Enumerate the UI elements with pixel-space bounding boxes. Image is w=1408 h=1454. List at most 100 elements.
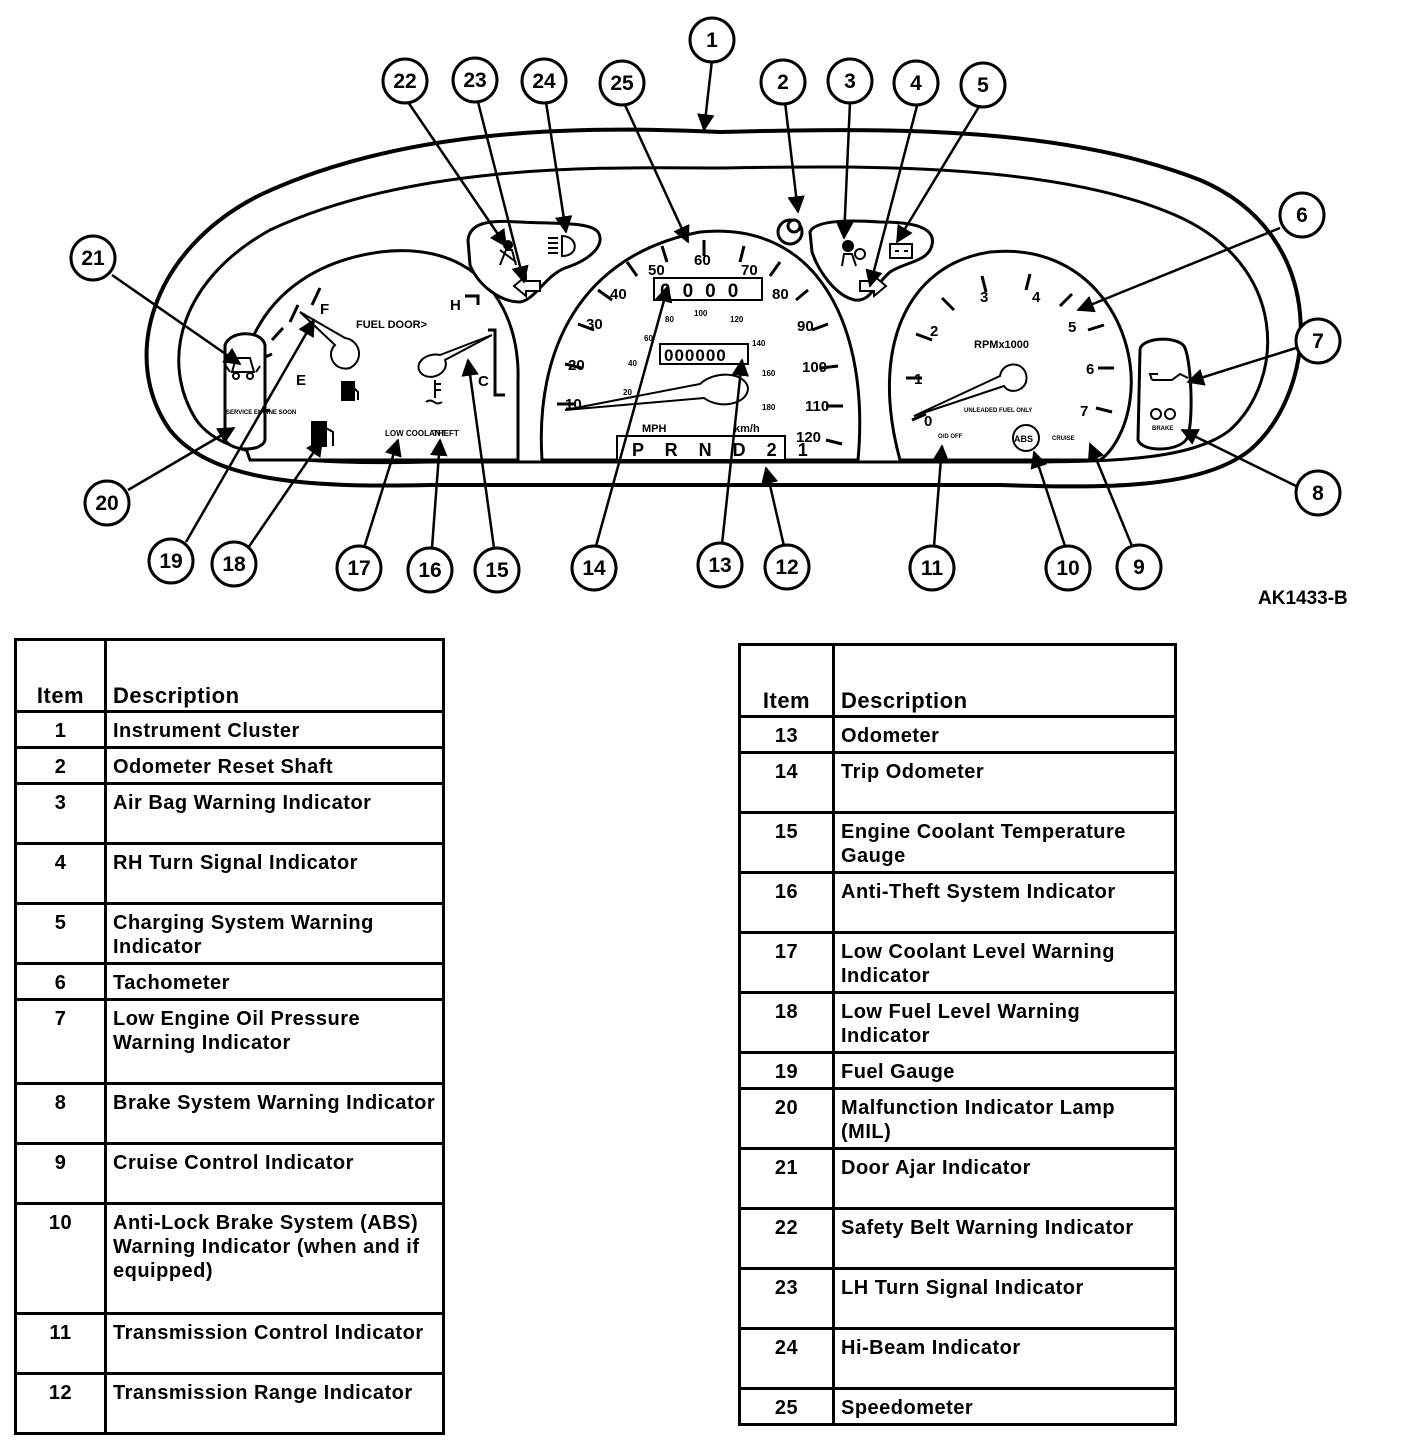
item-description: Transmission Range Indicator [104,1372,445,1435]
item-description: Odometer [832,715,1177,754]
speed-tick-50: 50 [648,262,665,279]
cruise-label: CRUISE [1052,436,1075,442]
fuel-f-label: F [320,301,329,318]
description-header: Description [104,638,445,713]
kmh-tick-180: 180 [762,403,776,412]
item-number: 9 [14,1142,107,1205]
speed-tick-110: 110 [805,398,829,415]
rpm-tick-2: 2 [930,323,938,340]
callout-11: 11 [908,544,956,592]
callout-1-label: 1 [706,29,718,52]
instrument-cluster-diagram: F E FUEL DOOR> H C LOW COOLANT THEFT [69,16,1342,594]
rpm-tick-3: 3 [980,289,988,306]
table-row: 23 LH Turn Signal Indicator [738,1267,1177,1330]
callout-21: 21 [69,234,117,282]
callout-23: 23 [451,56,499,104]
callout-16: 16 [406,546,454,594]
table-row: 24 Hi-Beam Indicator [738,1327,1177,1390]
callout-2: 2 [759,58,807,106]
speed-tick-60: 60 [694,252,711,269]
coolant-temp-icon [425,380,443,405]
callout-25: 25 [598,59,646,107]
trip-odometer-display: 0000 [653,277,763,302]
item-description: Speedometer [832,1387,1177,1426]
item-description: Instrument Cluster [104,710,445,749]
callout-25-label: 25 [610,72,634,95]
table-row: 2 Odometer Reset Shaft [14,746,445,785]
callout-20: 20 [83,479,131,527]
callout-20-label: 20 [95,492,118,515]
table-row: 12 Transmission Range Indicator [14,1372,445,1435]
item-number: 1 [14,710,107,749]
item-header: Item [738,643,835,718]
speed-tick-100: 100 [802,359,827,376]
right-indicator-pod: BRAKE [1136,337,1193,451]
callout-14-label: 14 [582,557,606,580]
table-row: 5 Charging System Warning Indicator [14,902,445,965]
callout-17-label: 17 [347,557,370,580]
prnd-display: P R N D 2 1 [616,435,816,461]
temp-c-label: C [478,373,489,390]
odometer-display: 000000 [659,343,749,365]
table-row: 13 Odometer [738,715,1177,754]
callout-19-label: 19 [159,550,182,573]
tachometer-ticks [906,273,1114,422]
item-description: Engine Coolant Temperature Gauge [832,811,1177,874]
item-description: Fuel Gauge [832,1051,1177,1090]
abs-label: ABS [1014,434,1033,444]
callout-2-label: 2 [777,71,789,94]
item-number: 7 [14,998,107,1085]
prnd-letters: P R N D 2 1 [632,440,816,460]
item-number: 6 [14,962,107,1001]
table-row: 25 Speedometer [738,1387,1177,1426]
item-number: 16 [738,871,835,934]
item-description: Anti-Lock Brake System (ABS) Warning Ind… [104,1202,445,1315]
speed-tick-70: 70 [741,262,758,279]
table-row: 21 Door Ajar Indicator [738,1147,1177,1210]
speed-tick-80: 80 [772,286,789,303]
table-row: 3 Air Bag Warning Indicator [14,782,445,845]
temp-h-label: H [450,297,461,314]
hi-beam-icon [548,234,576,258]
table-row: 11 Transmission Control Indicator [14,1312,445,1375]
fuel-pump-icon [341,381,359,401]
kmh-tick-160: 160 [762,369,776,378]
legend-table-right: Item Description 13 Odometer 14 Trip Odo… [738,643,1177,1426]
item-description: Tachometer [104,962,445,1001]
callout-21-label: 21 [81,247,105,270]
table-row: 16 Anti-Theft System Indicator [738,871,1177,934]
speed-tick-120: 120 [796,429,821,446]
table-row: 17 Low Coolant Level Warning Indicator [738,931,1177,994]
odometer-digits: 000000 [664,346,727,365]
callout-12-label: 12 [775,556,798,579]
item-description: RH Turn Signal Indicator [104,842,445,905]
callout-4: 4 [892,59,940,107]
item-number: 3 [14,782,107,845]
cluster-housing [144,127,1303,489]
callout-4-label: 4 [910,72,922,95]
callout-22-label: 22 [393,70,416,93]
callout-24-label: 24 [532,70,556,93]
item-description: Malfunction Indicator Lamp (MIL) [832,1087,1177,1150]
callout-17: 17 [335,544,383,592]
abs-indicator-icon: ABS [1012,424,1040,452]
item-description: Brake System Warning Indicator [104,1082,445,1145]
description-header: Description [832,643,1177,718]
item-description: Odometer Reset Shaft [104,746,445,785]
callout-22: 22 [381,57,429,105]
speedometer-major-ticks [557,240,843,446]
brake-warning-icon [1150,408,1176,420]
table-row: 15 Engine Coolant Temperature Gauge [738,811,1177,874]
callout-11-label: 11 [921,557,944,580]
rpm-tick-0: 0 [924,413,932,430]
speedometer: 10 20 30 40 50 60 70 80 90 100 110 120 2… [539,229,862,462]
callout-7-label: 7 [1312,330,1324,353]
rpm-tick-4: 4 [1032,289,1041,306]
kmh-tick-40: 40 [628,359,637,368]
rpm-tick-1: 1 [914,371,922,388]
item-number: 12 [14,1372,107,1435]
callout-18: 18 [210,540,258,588]
kmh-tick-20: 20 [623,388,632,397]
table-row: 8 Brake System Warning Indicator [14,1082,445,1145]
item-description: Cruise Control Indicator [104,1142,445,1205]
